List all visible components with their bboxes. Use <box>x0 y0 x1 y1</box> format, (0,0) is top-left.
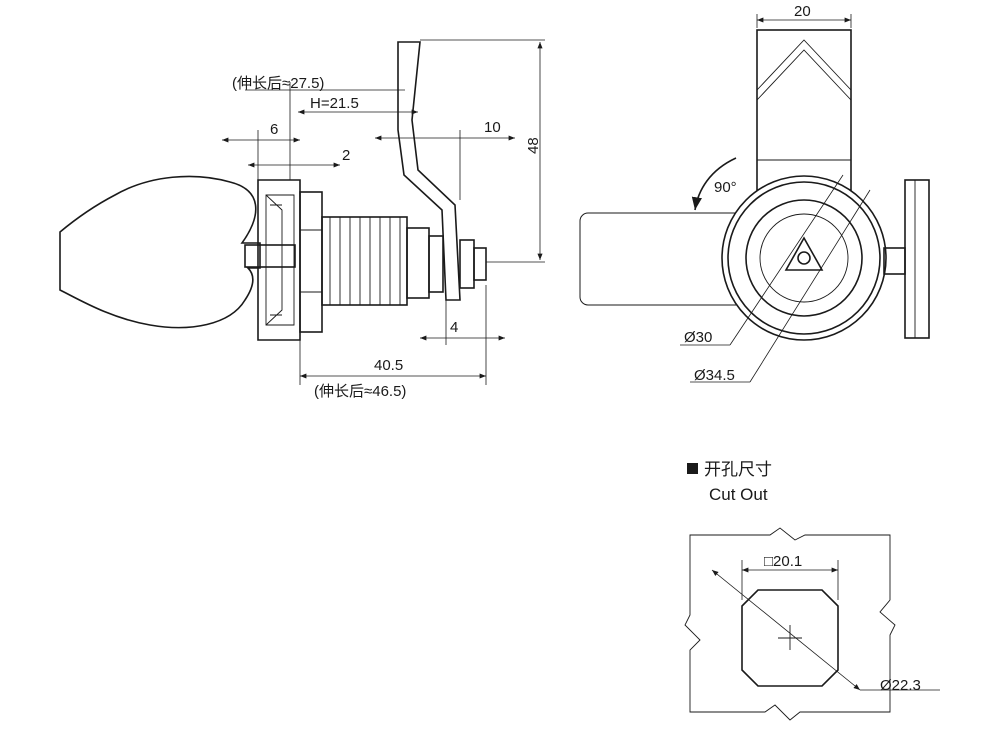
side-tab <box>904 179 930 339</box>
bullet-square-icon <box>687 463 698 474</box>
dim-4: 4 <box>450 319 458 336</box>
arm-top <box>756 29 852 191</box>
end-screw <box>459 239 475 289</box>
dim-h: H=21.5 <box>310 95 359 112</box>
dia-22-3-label: Ø22.3 <box>880 677 921 694</box>
dim-2: 2 <box>342 147 350 164</box>
front-view: 20 90° Ø30 Ø34.5 <box>579 3 930 384</box>
dim-20: 20 <box>794 3 811 20</box>
hex-nut <box>299 191 323 333</box>
side-view: H=21.5 (伸长后≈27.5) 6 2 10 48 4 40.5 (伸长后≈… <box>59 39 545 400</box>
dim-40-5: 40.5 <box>374 357 403 374</box>
collar <box>406 227 430 299</box>
cutout-heading-cn: 开孔尺寸 <box>704 460 772 479</box>
dim-ext-total: (伸长后≈46.5) <box>314 383 406 400</box>
dim-6: 6 <box>270 121 278 138</box>
cam-arm <box>397 41 461 301</box>
spacer <box>428 235 444 293</box>
key-bow <box>59 175 261 329</box>
cutout-view: 开孔尺寸 Cut Out □20.1 Ø22.3 <box>684 460 940 721</box>
dim-ext-len: (伸长后≈27.5) <box>232 75 324 92</box>
thread-marks <box>329 217 401 305</box>
triangle-key-icon <box>784 236 824 271</box>
dia-34-5-label: Ø34.5 <box>694 367 735 384</box>
rotation-arrow-icon <box>691 157 737 211</box>
threaded-body <box>321 216 408 306</box>
dim-10: 10 <box>484 119 501 136</box>
screw-tip <box>473 247 487 281</box>
dim-48: 48 <box>525 137 542 154</box>
panel-outline <box>684 527 896 721</box>
body-circle <box>745 199 863 317</box>
flange-bevel <box>265 194 295 326</box>
square-dim-label: □20.1 <box>764 553 802 570</box>
dia-30-label: Ø30 <box>684 329 712 346</box>
angle-label: 90° <box>714 179 737 196</box>
key-shank <box>244 244 296 268</box>
cutout-heading-en: Cut Out <box>709 485 768 504</box>
